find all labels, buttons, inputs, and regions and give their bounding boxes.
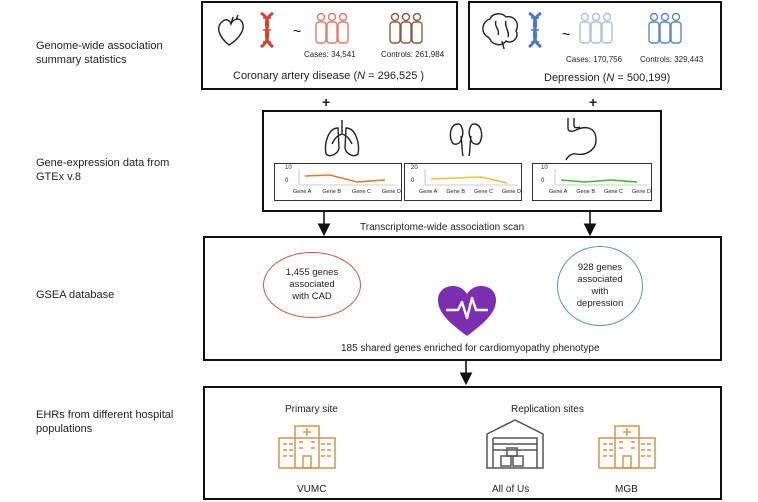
cases-people-icon-light (579, 12, 613, 44)
warehouse-icon (486, 419, 544, 469)
dna-icon-blue (527, 11, 543, 49)
depression-title: Depression (N = 500,199) (544, 72, 671, 84)
site-all-of-us: All of Us (492, 484, 530, 495)
ymax-label: 10 (541, 165, 548, 171)
series-line-kidney (430, 176, 508, 184)
cad-cases: Cases: 34,541 (304, 50, 356, 59)
cases-people-icon (315, 12, 349, 44)
ymin-label: 0 (541, 178, 545, 184)
controls-people-icon-blue (648, 12, 682, 44)
shared-genes-label: 185 shared genes enriched for cardiomyop… (341, 343, 600, 354)
tilde-depression: ~ (562, 26, 570, 42)
stomach-icon (565, 118, 597, 161)
plus-depression: + (589, 94, 598, 110)
site-vumc: VUMC (297, 484, 327, 495)
kidney-icon (449, 123, 483, 157)
cad-icons: ~ (218, 11, 423, 49)
replication-sites-title: Replication sites (511, 404, 584, 415)
plus-cad: + (322, 94, 331, 110)
heart-pulse-icon (438, 286, 496, 336)
depression-controls: Controls: 329,443 (640, 55, 704, 64)
hospital-icon (278, 425, 336, 469)
tilde-cad: ~ (293, 23, 301, 39)
ymin-label: 0 (285, 178, 289, 184)
expression-line (424, 169, 517, 186)
label-gsea: GSEA database (36, 289, 115, 301)
heart-icon (218, 14, 244, 46)
controls-people-icon (389, 12, 423, 44)
dna-icon (259, 11, 275, 49)
ymin-label: 0 (411, 178, 415, 184)
depression-cases: Cases: 170,756 (566, 55, 623, 64)
cad-title: Coronary artery disease (N = 296,525 ) (233, 70, 425, 82)
lungs-icon (324, 120, 360, 157)
twas-label: Transcriptome-wide association scan (360, 222, 525, 233)
cad-gwas-box: ~ Cases: 34,541 Controls: 261,984 Corona… (201, 1, 458, 90)
expression-line (554, 169, 647, 186)
hospital-icon-mgb (598, 425, 656, 469)
site-mgb: MGB (615, 484, 638, 495)
brain-icon (482, 13, 518, 50)
organ-icons (324, 118, 597, 161)
expression-line (298, 169, 395, 186)
cad-controls: Controls: 261,984 (381, 50, 445, 59)
ehr-box: Primary site Replication sites VUMC All … (203, 386, 722, 500)
series-line-lungs (304, 174, 386, 183)
series-line-stomach (560, 179, 638, 183)
depression-icons: ~ (482, 11, 682, 50)
ymax-label: 20 (411, 165, 418, 171)
depression-gwas-box: ~ Cases: 170,756 Controls: 329,443 Depre… (468, 1, 722, 90)
ymax-label: 10 (285, 165, 292, 171)
primary-site-title: Primary site (285, 404, 338, 415)
